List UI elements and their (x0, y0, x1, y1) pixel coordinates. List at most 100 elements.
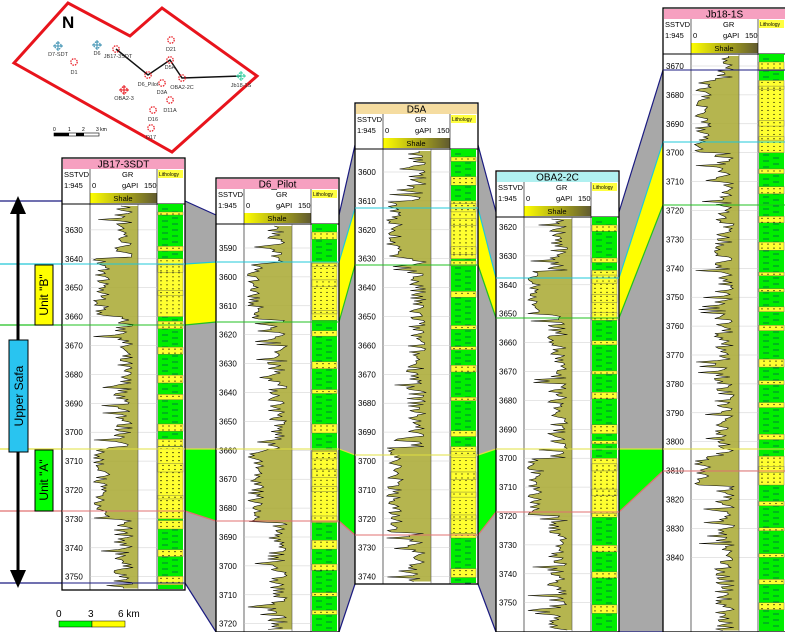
correlation-zone (339, 265, 355, 455)
svg-text:6 km: 6 km (118, 609, 140, 620)
depth-label: 3750 (666, 293, 684, 302)
sand-bed (758, 85, 785, 90)
sand-bed (758, 527, 785, 532)
sand-bed (758, 216, 785, 223)
depth-label: 3750 (499, 599, 517, 608)
depth-label: 3700 (358, 457, 376, 466)
map-well-d11a: D11A (163, 96, 177, 114)
gr-curve (385, 150, 427, 582)
correlation-zone (619, 205, 663, 449)
horizon-line (477, 144, 497, 213)
depth-label: 3660 (358, 341, 376, 350)
horizon-line (338, 520, 356, 536)
header-max: 150 (298, 201, 311, 210)
header-curve: GR (556, 183, 568, 192)
sand-bed (157, 374, 184, 384)
horizon-line (184, 321, 217, 326)
sand-bed (758, 358, 785, 368)
header-max: 150 (578, 194, 591, 203)
header-depth: SSTVD (498, 183, 524, 192)
depth-label: 3820 (666, 496, 684, 505)
gr-curve (526, 218, 569, 631)
header-lith: Lithology (760, 22, 781, 28)
depth-label: 3690 (666, 120, 684, 129)
depth-label: 3840 (666, 553, 684, 562)
header-max: 150 (745, 31, 758, 40)
correlation-zone (478, 208, 496, 318)
correlation-zone (185, 511, 216, 632)
map-well-oba2-2c: OBA2-2C (170, 74, 194, 91)
sand-bed (157, 346, 184, 355)
header-scale: 1:945 (218, 201, 237, 210)
sand-bed (157, 264, 184, 273)
header-scale: 1:945 (665, 31, 684, 40)
sand-bed (591, 488, 618, 497)
depth-label: 3670 (358, 370, 376, 379)
depth-label: 3740 (666, 264, 684, 273)
header-depth: SSTVD (665, 20, 691, 29)
map-well-label: OBA2-3 (114, 96, 134, 102)
sand-bed (311, 231, 338, 240)
horizon-line (338, 144, 356, 216)
depth-label: 3590 (219, 244, 237, 253)
sand-bed (758, 602, 785, 610)
header-unit: gAPI (276, 201, 292, 210)
correlation-zone (619, 70, 663, 278)
map-well-jb18-1s: Jb18-1S (231, 71, 252, 89)
depth-label: 3610 (358, 197, 376, 206)
depth-label: 3700 (219, 562, 237, 571)
sand-bed (758, 553, 785, 558)
sand-bed (758, 325, 785, 331)
sand-bed (450, 471, 477, 480)
sand-bed (157, 394, 184, 400)
depth-label: 3740 (499, 570, 517, 579)
header-fill: Shale (547, 207, 566, 216)
header-scale: 1:945 (498, 194, 517, 203)
horizon-markers (62, 69, 785, 584)
sand-bed (591, 294, 618, 303)
depth-label: 3780 (666, 380, 684, 389)
map-well-label: Jb18-1S (231, 83, 252, 89)
sand-bed (157, 463, 184, 473)
header-unit: gAPI (415, 126, 431, 135)
horizon-line (338, 448, 356, 456)
header-min: 0 (693, 31, 697, 40)
map-well-label: D16 (148, 117, 158, 123)
depth-label: 3670 (65, 342, 83, 351)
depth-label: 3760 (666, 322, 684, 331)
depth-label: 3640 (499, 281, 517, 290)
map-well-d6_pilot: D6_Pilot (138, 71, 159, 88)
depth-label: 3680 (499, 396, 517, 405)
depth-label: 3630 (499, 252, 517, 261)
depth-label: 3700 (499, 454, 517, 463)
sand-bed (758, 186, 785, 195)
header-depth: SSTVD (357, 115, 383, 124)
sand-bed (450, 346, 477, 350)
sand-bed (758, 272, 785, 276)
sand-bed (450, 176, 477, 186)
correlation-zone (339, 208, 355, 322)
gr-fill (694, 56, 739, 631)
horizon-line (184, 582, 217, 632)
svg-text:2: 2 (82, 127, 85, 133)
sand-bed (450, 217, 477, 226)
horizon-line (618, 470, 664, 513)
sand-bed (311, 610, 338, 615)
gr-curve (693, 55, 736, 631)
sand-bed (157, 246, 184, 252)
correlation-zone (339, 449, 355, 535)
horizon-line (477, 264, 497, 319)
header-depth: SSTVD (64, 170, 90, 179)
map-well-d1: D1 (70, 58, 78, 76)
depth-label: 3730 (65, 515, 83, 524)
depth-label: 3680 (666, 91, 684, 100)
horizon-line (184, 510, 217, 522)
svg-text:3 km: 3 km (96, 127, 107, 133)
sand-bed (157, 438, 184, 447)
horizon-line (477, 511, 497, 536)
depth-label: 3730 (666, 235, 684, 244)
well-name: D6_Pilot (259, 180, 297, 191)
